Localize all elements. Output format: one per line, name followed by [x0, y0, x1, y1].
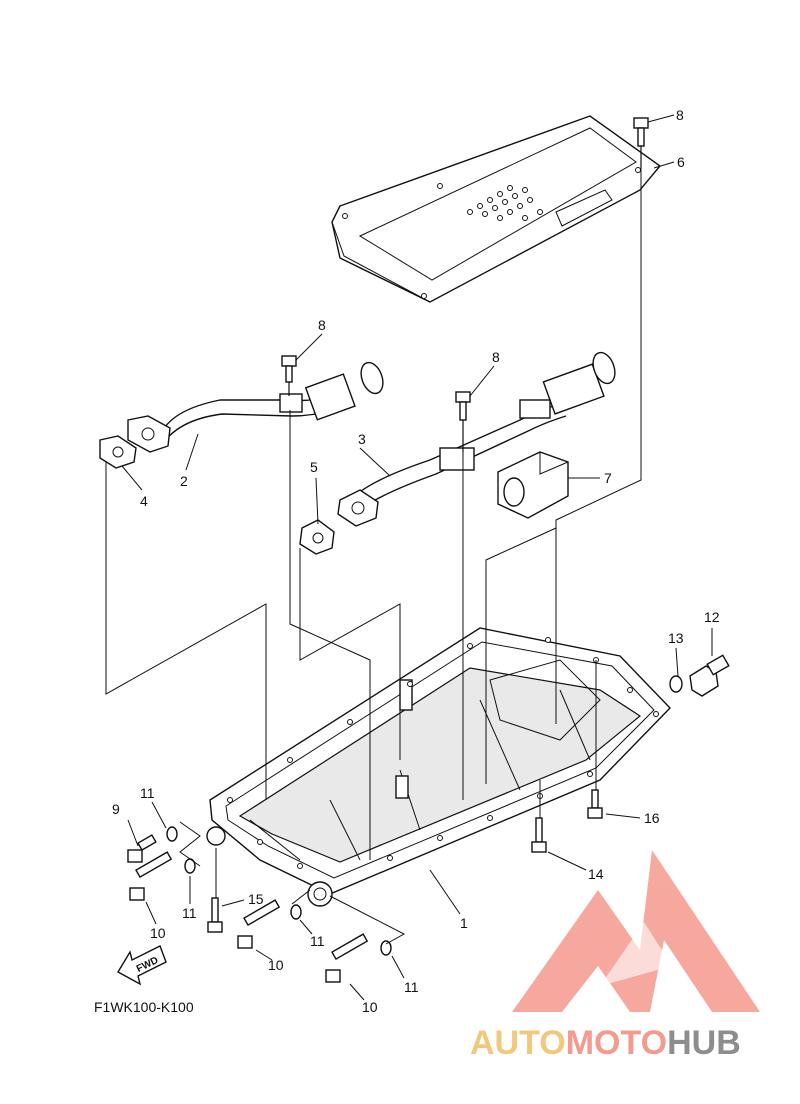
- bolt-15: [207, 897, 223, 933]
- callout-8-mid: 8: [492, 349, 500, 365]
- watermark-moto: MOTO: [566, 1024, 667, 1062]
- oil-pipe-2: [127, 361, 384, 453]
- assembly-lines: [105, 168, 642, 945]
- washer-11d: [380, 940, 392, 956]
- callout-6: 6: [677, 154, 685, 170]
- baffle-holes: [467, 185, 543, 221]
- callout-8-left: 8: [318, 317, 326, 333]
- callout-1: 1: [460, 915, 468, 931]
- watermark-logo-icon: [512, 850, 760, 1012]
- callout-11-d: 11: [404, 979, 419, 995]
- callout-7: 7: [604, 470, 612, 486]
- washer-11a: [166, 826, 178, 842]
- bolt-10b: [237, 899, 281, 949]
- callout-labels: 8 6 8 8 3 2 4 5 7 12 13 16 14 1 15 9 11 …: [112, 107, 720, 1015]
- callout-12: 12: [704, 609, 720, 625]
- bolt-pipe-3: [455, 391, 471, 452]
- callout-8-top: 8: [676, 107, 684, 123]
- oil-pipe-3: [337, 351, 616, 527]
- bracket-7: [497, 451, 569, 519]
- washer-11c: [290, 904, 302, 920]
- callout-11-b: 11: [182, 905, 197, 921]
- diagram-code: F1WK100-K100: [94, 999, 194, 1015]
- gasket-4: [99, 435, 137, 469]
- watermark-auto: AUTO: [470, 1024, 566, 1062]
- callout-5: 5: [310, 459, 318, 475]
- callout-13: 13: [668, 630, 684, 646]
- bolt-16: [587, 789, 603, 819]
- washer-13: [669, 675, 683, 693]
- bolt-10a: [129, 851, 173, 901]
- bolt-pipe-2: [281, 355, 297, 396]
- oil-pan: [206, 627, 671, 907]
- callout-3: 3: [358, 431, 366, 447]
- fwd-arrow: FWD: [117, 945, 167, 986]
- watermark-hub: HUB: [667, 1024, 741, 1062]
- pan-flange-holes: [227, 637, 659, 869]
- callout-4: 4: [140, 493, 148, 509]
- callout-9: 9: [112, 801, 120, 817]
- baffle-plate: [331, 115, 662, 303]
- bolt-10c: [325, 933, 369, 983]
- callout-15: 15: [248, 891, 264, 907]
- callout-10-a: 10: [150, 925, 166, 941]
- callout-11-a: 11: [140, 785, 155, 801]
- callout-10-b: 10: [268, 957, 284, 973]
- leader-lines: [121, 114, 713, 1001]
- callout-14: 14: [588, 866, 604, 882]
- watermark-text: AUTOMOTOHUB: [470, 1024, 741, 1062]
- bolt-14: [531, 817, 547, 853]
- callout-16: 16: [644, 810, 660, 826]
- callout-2: 2: [180, 473, 188, 489]
- bolt-9: [127, 834, 157, 863]
- callout-11-c: 11: [310, 933, 325, 949]
- svg-text:AUTOMOTOHUB: AUTOMOTOHUB: [470, 1024, 741, 1062]
- callout-10-c: 10: [362, 999, 378, 1015]
- bolt-top: [633, 117, 649, 168]
- drain-plug-12: [689, 654, 730, 697]
- gasket-5: [299, 519, 335, 555]
